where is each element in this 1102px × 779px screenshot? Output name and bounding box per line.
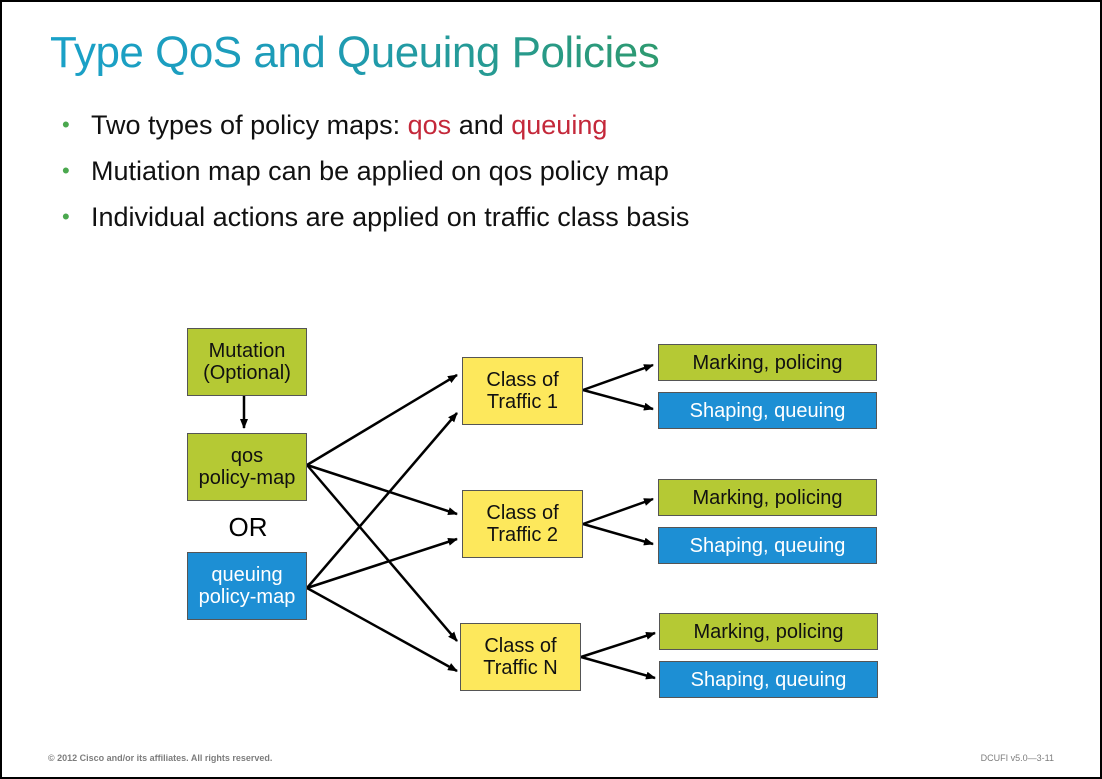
queuing-policy-map-box: queuing policy-map (187, 552, 307, 620)
shaping-queuing-box-n: Shaping, queuing (659, 661, 878, 698)
shaping-queuing-box-2: Shaping, queuing (658, 527, 877, 564)
marking-policing-box-2: Marking, policing (658, 479, 877, 516)
slide-number-footer: DCUFI v5.0—3-11 (980, 753, 1054, 763)
class-of-traffic-1-box: Class of Traffic 1 (462, 357, 583, 425)
bullet-item-3: • Individual actions are applied on traf… (62, 194, 689, 240)
arrow-class1-to-shaping (582, 388, 654, 411)
bullet-text: Two types of policy maps: (91, 110, 408, 140)
bullet-dot-icon: • (62, 112, 70, 137)
marking-policing-box-n: Marking, policing (659, 613, 878, 650)
arrow-qos-to-class2 (306, 463, 458, 516)
bullet-item-1: • Two types of policy maps: qos and queu… (62, 102, 689, 148)
arrow-classn-to-marking (580, 631, 656, 659)
bullet-text: Individual actions are applied on traffi… (91, 202, 690, 232)
shaping-queuing-box-1: Shaping, queuing (658, 392, 877, 429)
arrow-class1-to-marking (582, 363, 654, 392)
arrow-queuing-to-classn (306, 586, 458, 673)
copyright-footer: © 2012 Cisco and/or its affiliates. All … (48, 753, 273, 763)
arrow-qos-to-classn (306, 464, 458, 642)
or-label: OR (228, 512, 268, 542)
arrow-queuing-to-class1 (306, 412, 458, 589)
bullet-dot-icon: • (62, 204, 70, 229)
arrow-queuing-to-class2 (306, 537, 458, 590)
bullet-list: • Two types of policy maps: qos and queu… (62, 102, 689, 240)
slide-title: Type QoS and Queuing Policies (50, 26, 660, 80)
arrow-classn-to-shaping (580, 655, 656, 680)
bullet-text: and (451, 110, 512, 140)
class-of-traffic-n-box: Class of Traffic N (460, 623, 581, 691)
bullet-text: Mutiation map can be applied on qos poli… (91, 156, 669, 186)
bullet-dot-icon: • (62, 158, 70, 183)
arrow-qos-to-class1 (306, 373, 458, 467)
mutation-box: Mutation (Optional) (187, 328, 307, 396)
qos-policy-map-box: qos policy-map (187, 433, 307, 501)
bullet-emphasis-qos: qos (407, 110, 452, 140)
class-of-traffic-2-box: Class of Traffic 2 (462, 490, 583, 558)
arrow-class2-to-marking (582, 497, 654, 526)
bullet-item-2: • Mutiation map can be applied on qos po… (62, 148, 689, 194)
arrow-class2-to-shaping (582, 522, 654, 546)
bullet-emphasis-queuing: queuing (511, 110, 608, 140)
marking-policing-box-1: Marking, policing (658, 344, 877, 381)
